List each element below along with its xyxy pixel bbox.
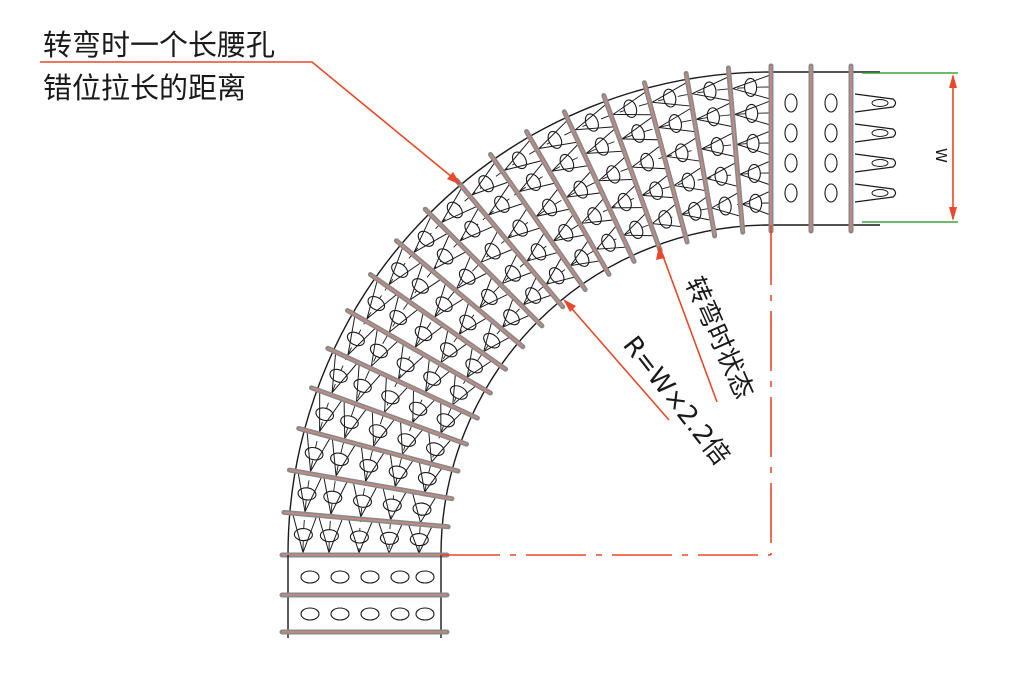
belt-end-tooth (854, 93, 897, 113)
belt-module-hole (668, 114, 683, 133)
width-arrow-top (949, 74, 957, 88)
belt-module-hole (300, 570, 320, 584)
turning-state-leader (659, 247, 718, 403)
belt-module-hole (417, 230, 435, 247)
width-dimension: W (862, 72, 958, 223)
belt-end-tooth (854, 183, 897, 203)
radius-leader (565, 301, 670, 421)
belt-hinge-rod-core (643, 82, 688, 243)
belt-hinge-rod-core (563, 111, 635, 262)
belt-module-hole (623, 99, 638, 119)
belt-end-slot (871, 129, 889, 137)
belt-module-hole (436, 248, 454, 265)
belt-hinge-rod-core (685, 73, 716, 237)
belt-module-hole (330, 607, 350, 621)
belt-hinge-rod-core (395, 240, 524, 348)
belt-module-hole (415, 570, 435, 584)
belt-module-hole (631, 124, 645, 143)
belt-module-hole (662, 88, 677, 108)
width-symbol: W (932, 148, 950, 163)
belt-hinge-rod-core (525, 131, 610, 275)
belt-module-hole (300, 607, 320, 621)
radius-leader-arrow (563, 299, 576, 312)
belt-hinge-rod-core (369, 273, 507, 370)
slot-offset-label-line1: 转弯时一个长腰孔 (43, 28, 275, 62)
belt-module-hole (478, 175, 494, 193)
center-lines (440, 225, 772, 556)
belt-module-hole (330, 570, 350, 584)
belt-module-hole (824, 123, 838, 143)
leader-lines (40, 61, 718, 421)
slot-offset-leader (40, 61, 459, 183)
belt-module-hole (494, 195, 510, 213)
belt-module-hole (784, 93, 798, 113)
belt-module-hole (675, 143, 689, 163)
belt-module-hole (446, 201, 463, 219)
belt-module-hole (396, 357, 415, 373)
belt-module-hole (584, 113, 599, 132)
belt-module-hole (574, 249, 590, 267)
belt-hinge-rod-core (456, 179, 564, 308)
belt-module-hole (360, 607, 380, 621)
width-arrow-bottom (949, 207, 957, 221)
belt-module-hole (784, 153, 798, 173)
belt-hinge-rod-core (283, 511, 449, 528)
belt-hinge-rod-core (603, 95, 661, 251)
belt-hinge-rod-core (311, 387, 467, 445)
belt-end-slot (871, 189, 889, 197)
belt-module-hole (484, 242, 501, 260)
belt-module-hole (688, 201, 702, 221)
belt-module-hole (390, 570, 410, 584)
belt-module-hole (784, 123, 798, 143)
slot-offset-label-line2: 错位拉长的距离 (43, 71, 246, 105)
belt-module-hole (594, 137, 609, 156)
belt-hinge-rod-core (727, 67, 744, 233)
belt-hinge-rod-core (489, 153, 586, 291)
turning-state-label: 转弯时状态 (679, 273, 759, 404)
belt-module-hole (423, 371, 442, 386)
turning-state-leader-arrow (656, 245, 665, 260)
belt-module-hole (658, 209, 673, 229)
slot-offset-leader-arrow (447, 172, 461, 185)
belt-module-hole (649, 181, 663, 201)
belt-end-slot (871, 159, 889, 167)
belt-hinge-rod-core (327, 347, 478, 419)
belt-end-slot (871, 99, 889, 107)
belt-module-hole (824, 93, 838, 113)
belt-module-hole (784, 183, 798, 203)
belt-hinge-rod-core (289, 469, 453, 500)
belt-end-tooth (854, 153, 897, 173)
belt-module-hole (512, 219, 529, 237)
belt-module-hole (415, 607, 435, 621)
belt-module-hole (464, 220, 481, 238)
belt-hinge-rod-core (347, 309, 491, 394)
belt-module-hole (369, 343, 388, 359)
belt-module-hole (824, 153, 838, 173)
belt-module-hole (824, 183, 838, 203)
belt-module-hole (390, 607, 410, 621)
belt-module-hole (360, 570, 380, 584)
belt-end-tooth (854, 123, 897, 143)
belt-hinge-rod-core (298, 427, 459, 472)
belt-module-hole (483, 332, 501, 349)
belt-module-hole (346, 331, 365, 347)
curved-belt (279, 63, 897, 638)
belt-module-hole (640, 152, 654, 172)
belt-hinge-rod-core (424, 208, 543, 327)
